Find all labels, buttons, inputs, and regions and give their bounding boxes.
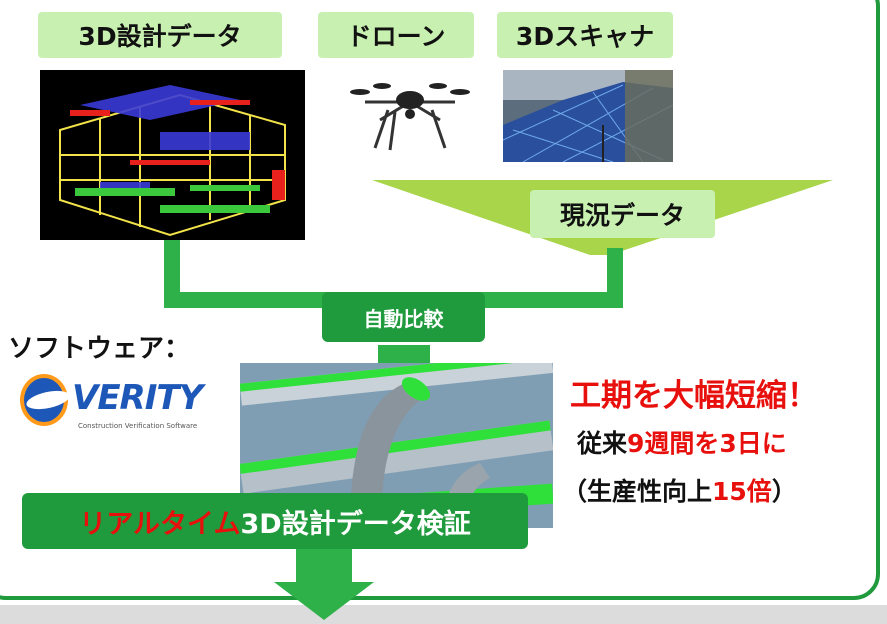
scanner-image <box>503 70 673 162</box>
software-label: ソフトウェア： <box>8 334 191 364</box>
design-data-label: 3D設計データ <box>38 12 282 58</box>
drone-image <box>350 70 470 155</box>
down-arrow-bottom <box>274 545 374 620</box>
verity-logo: VERITY Construction Verification Softwar… <box>12 370 212 442</box>
outer-frame <box>0 0 880 600</box>
result-headline: 工期を大幅短縮！ <box>570 378 818 414</box>
result-line2-highlight: 15倍 <box>712 477 772 506</box>
bottom-strip <box>0 605 887 624</box>
result-line1: 従来9週間を3日に <box>577 424 787 460</box>
result-line1-highlight: 9週間を3日に <box>627 429 787 458</box>
current-data-label: 現況データ <box>530 190 715 238</box>
design-model-image <box>40 70 305 240</box>
realtime-rest: 3D設計データ検証 <box>240 508 471 540</box>
result-line1-prefix: 従来 <box>577 429 628 458</box>
result-line2: （生産性向上15倍） <box>562 472 797 508</box>
result-line2-prefix: （生産性向上 <box>562 477 713 506</box>
connector-line <box>164 238 623 308</box>
verity-logo-text: VERITY <box>72 378 203 418</box>
scanner-label: 3Dスキャナ <box>497 12 673 58</box>
verity-tagline: Construction Verification Software <box>78 422 198 430</box>
realtime-highlight: リアルタイム <box>79 508 241 540</box>
verity-logo-mark <box>20 374 70 426</box>
auto-compare-label: 自動比較 <box>322 292 485 342</box>
drone-label: ドローン <box>318 12 474 58</box>
result-line2-suffix: ） <box>771 477 797 506</box>
